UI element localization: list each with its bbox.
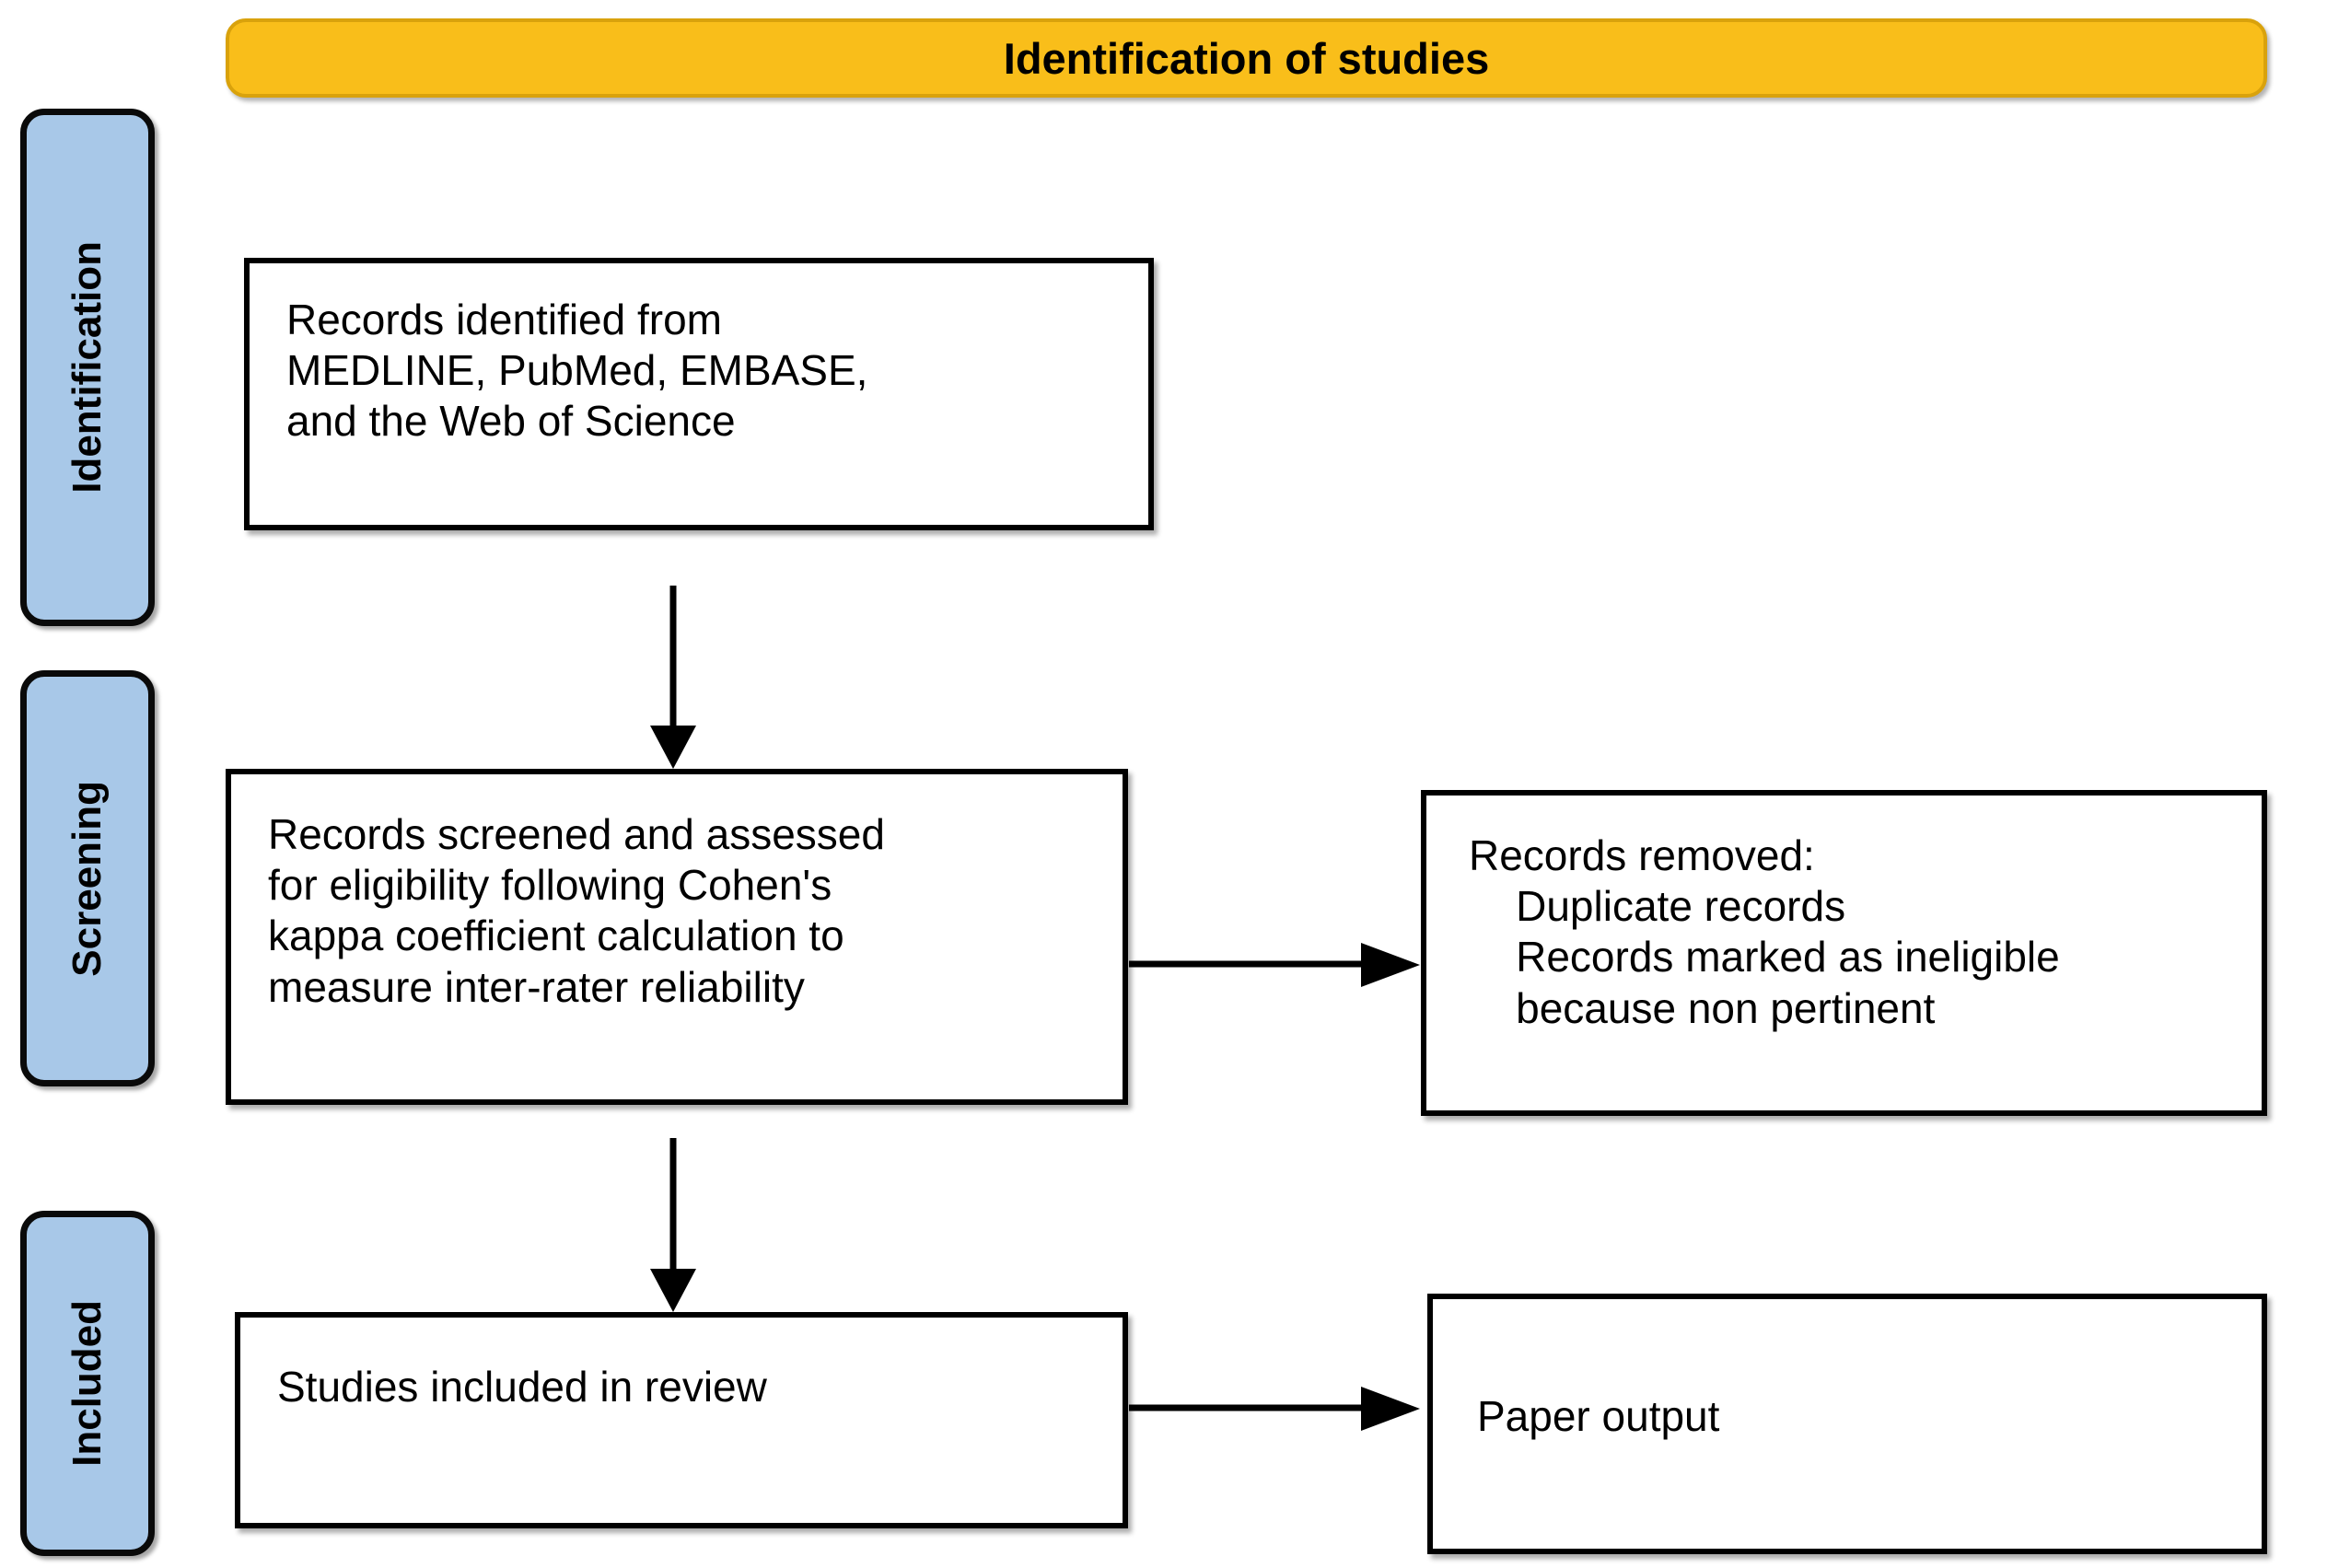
box-paper-output: Paper output	[1427, 1294, 2267, 1554]
box-records-removed-text: Records removed: Duplicate records Recor…	[1469, 831, 2060, 1032]
identification-banner: Identification of studies	[226, 18, 2267, 98]
box-records-removed: Records removed: Duplicate records Recor…	[1421, 790, 2267, 1116]
phase-label-included: Included	[20, 1211, 155, 1556]
box-records-screened: Records screened and assessed for eligib…	[226, 769, 1128, 1105]
box-studies-included: Studies included in review	[235, 1312, 1128, 1528]
banner-title: Identification of studies	[1003, 33, 1490, 83]
phase-label-identification-text: Identification	[64, 241, 110, 494]
phase-label-screening: Screening	[20, 670, 155, 1086]
arrow-right-included-to-output	[1125, 1383, 1434, 1434]
box-paper-output-text: Paper output	[1477, 1392, 1720, 1440]
arrow-down-identified-to-screened	[645, 580, 709, 773]
phase-label-screening-text: Screening	[64, 780, 110, 977]
phase-label-identification: Identification	[20, 109, 155, 626]
box-records-identified-text: Records identified from MEDLINE, PubMed,…	[286, 296, 868, 446]
arrow-right-screened-to-removed	[1125, 939, 1429, 991]
box-records-screened-text: Records screened and assessed for eligib…	[268, 810, 885, 1011]
phase-label-included-text: Included	[64, 1300, 110, 1467]
box-records-identified: Records identified from MEDLINE, PubMed,…	[244, 258, 1154, 530]
arrow-down-screened-to-included	[645, 1132, 709, 1317]
box-studies-included-text: Studies included in review	[277, 1363, 767, 1411]
